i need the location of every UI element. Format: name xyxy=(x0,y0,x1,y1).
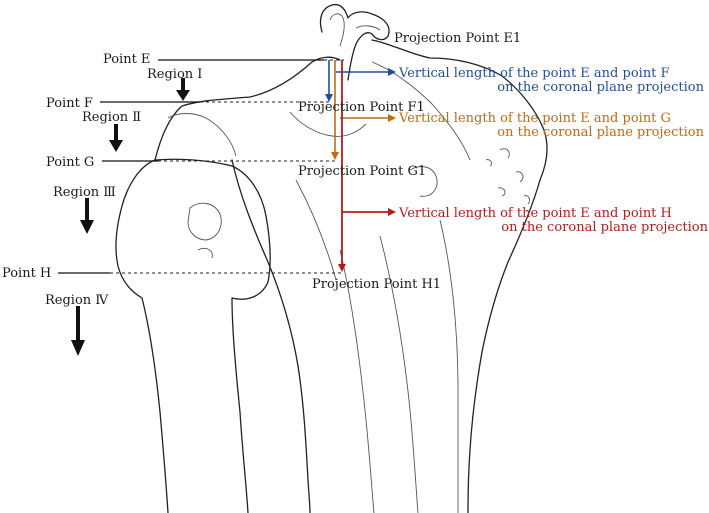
shaft-line-4 xyxy=(295,179,337,281)
region-1-label: Region Ⅰ xyxy=(147,67,202,82)
tibia-right-outline xyxy=(467,179,541,513)
region-4-arrow xyxy=(71,306,85,356)
region-2-arrow xyxy=(109,124,123,152)
condyle-contour-2 xyxy=(289,111,367,137)
condyle-contour-4 xyxy=(409,166,438,197)
annotation-ef-line1: Vertical length of the point E and point… xyxy=(398,66,670,81)
labels: Point E Region Ⅰ Point F Region Ⅱ Point … xyxy=(2,31,709,308)
region-3-arrow xyxy=(80,198,94,234)
reference-lines xyxy=(58,59,344,274)
eminence-outline xyxy=(319,3,390,81)
measurement-arrows xyxy=(325,60,396,272)
region-arrows xyxy=(71,78,190,356)
lateral-bumps xyxy=(485,148,531,205)
shaft-line-3 xyxy=(439,219,459,513)
annotation-ef-line2: on the coronal plane projection xyxy=(497,80,704,95)
bone-drawing xyxy=(115,3,548,513)
annotation-eg-line1: Vertical length of the point E and point… xyxy=(398,111,671,126)
annotation-eh-line1: Vertical length of the point E and point… xyxy=(398,206,672,221)
projection-g1-label: Projection Point G1 xyxy=(298,164,426,179)
fibula-head-outline xyxy=(154,158,271,513)
region-1-arrow xyxy=(176,78,190,101)
eminence-inner xyxy=(329,13,381,47)
point-f-label: Point F xyxy=(46,96,93,111)
fibula-outline xyxy=(115,159,169,513)
point-g-label: Point G xyxy=(46,155,94,170)
annotation-eh-line2: on the coronal plane projection xyxy=(501,220,708,235)
condyle-contour-1 xyxy=(167,113,237,157)
annotation-eg-line2: on the coronal plane projection xyxy=(497,125,704,140)
region-2-label: Region Ⅱ xyxy=(82,110,141,125)
point-h-label: Point H xyxy=(2,266,51,281)
projection-e1-label: Projection Point E1 xyxy=(394,31,521,46)
shaft-line-1 xyxy=(339,249,375,513)
plateau-top-outline xyxy=(154,39,548,181)
point-e-label: Point E xyxy=(103,52,150,67)
projection-f1-label: Projection Point F1 xyxy=(298,100,425,115)
region-4-label: Region Ⅳ xyxy=(45,293,109,308)
fibula-head-detail xyxy=(187,202,222,259)
projection-h1-label: Projection Point H1 xyxy=(312,277,441,292)
tibia-left-outline xyxy=(231,159,311,513)
region-3-label: Region Ⅲ xyxy=(53,185,116,200)
shaft-line-2 xyxy=(379,235,419,513)
